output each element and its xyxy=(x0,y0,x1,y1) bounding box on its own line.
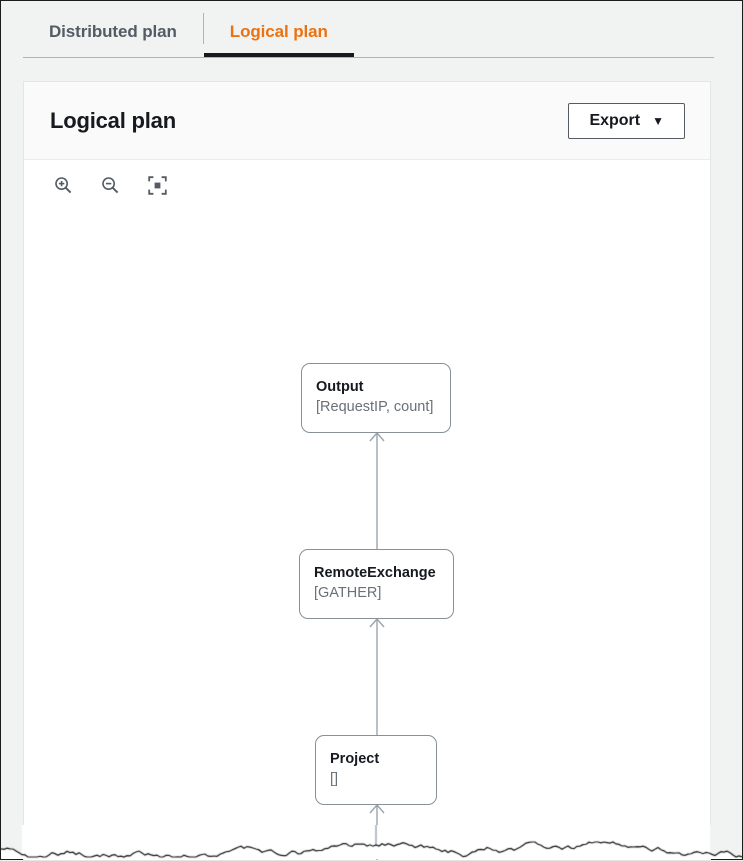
graph-area: Output [RequestIP, count] RemoteExchange… xyxy=(24,160,710,860)
chevron-down-icon: ▼ xyxy=(652,115,664,127)
fit-to-screen-icon[interactable] xyxy=(144,172,170,198)
graph-node-subtitle: [] xyxy=(330,770,436,790)
export-button-label: Export xyxy=(589,113,640,129)
graph-node-title: Output xyxy=(316,378,450,398)
graph-node-subtitle: [RequestIP, count] xyxy=(316,398,450,418)
graph-toolbar xyxy=(50,172,170,198)
graph-node-project[interactable]: Project [] xyxy=(315,735,437,805)
page-title: Logical plan xyxy=(50,108,176,134)
graph-canvas[interactable]: Output [RequestIP, count] RemoteExchange… xyxy=(24,160,710,860)
tabs-bar: Distributed plan Logical plan xyxy=(1,1,742,60)
logical-plan-card: Logical plan Export ▼ xyxy=(23,81,711,861)
graph-node-remote-exchange[interactable]: RemoteExchange [GATHER] xyxy=(299,549,454,619)
card-header: Logical plan Export ▼ xyxy=(24,82,710,160)
tabs-underline xyxy=(23,57,714,58)
export-button[interactable]: Export ▼ xyxy=(568,103,685,139)
zoom-out-icon[interactable] xyxy=(97,172,123,198)
graph-node-subtitle: [GATHER] xyxy=(314,584,453,604)
graph-node-title: Project xyxy=(330,750,436,770)
tab-distributed-plan-label: Distributed plan xyxy=(49,22,177,42)
tab-logical-plan[interactable]: Logical plan xyxy=(204,9,354,54)
tabs-list: Distributed plan Logical plan xyxy=(23,9,354,54)
tab-logical-plan-label: Logical plan xyxy=(230,22,328,42)
graph-node-output[interactable]: Output [RequestIP, count] xyxy=(301,363,451,433)
zoom-in-icon[interactable] xyxy=(50,172,76,198)
tab-distributed-plan[interactable]: Distributed plan xyxy=(23,9,203,54)
graph-node-title: RemoteExchange xyxy=(314,564,453,584)
truncated-page-edge xyxy=(1,825,742,859)
